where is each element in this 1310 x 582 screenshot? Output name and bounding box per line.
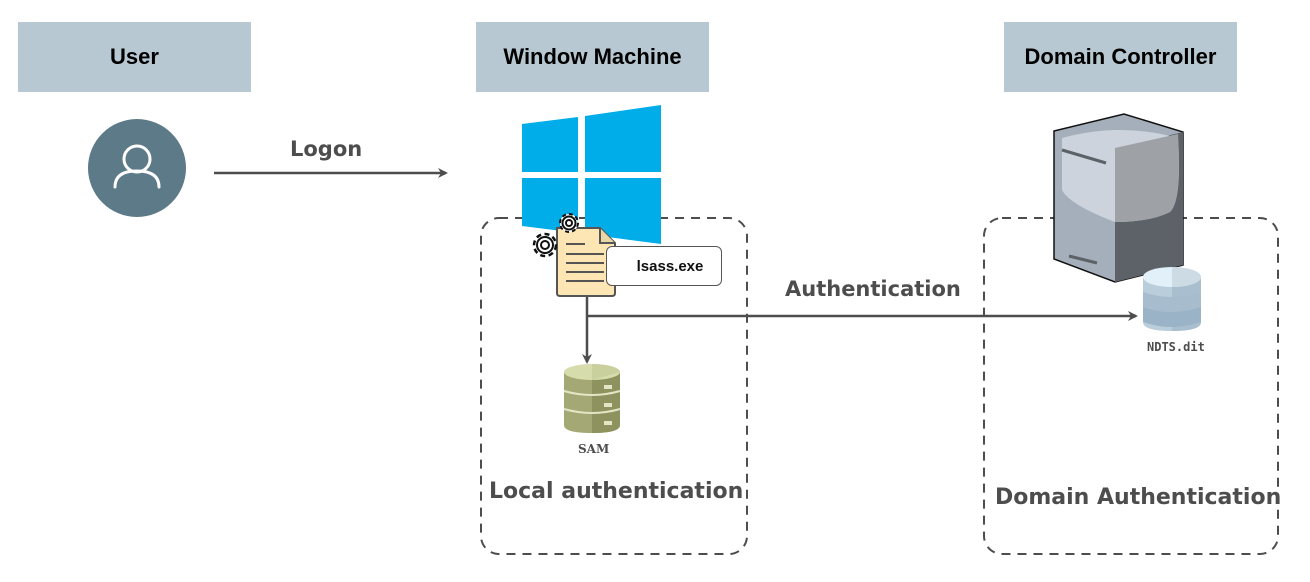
ntds-label: NDTS.dit: [1147, 340, 1205, 354]
gear-icon: [559, 213, 579, 233]
header-machine-label: Window Machine: [503, 44, 682, 69]
windows-logo-icon: [522, 105, 661, 244]
domain-auth-label: Domain Authentication: [995, 485, 1282, 510]
process-file-icon: [556, 227, 616, 297]
lsass-label: lsass.exe: [636, 257, 704, 275]
lsass-node: lsass.exe: [606, 246, 722, 286]
gear-icon: [532, 232, 558, 258]
header-controller-label: Domain Controller: [1024, 44, 1217, 69]
local-auth-label: Local authentication: [489, 479, 744, 504]
authentication-label: Authentication: [785, 277, 961, 301]
sam-label: SAM: [578, 442, 610, 456]
server-icon: [1053, 113, 1184, 283]
logon-label: Logon: [290, 137, 363, 161]
header-window-machine: Window Machine: [476, 22, 709, 92]
header-user: User: [18, 22, 251, 92]
user-icon: [88, 119, 186, 217]
header-user-label: User: [110, 44, 159, 69]
ntds-database-icon: [1143, 267, 1201, 331]
sam-database-icon: [563, 364, 621, 433]
header-domain-controller: Domain Controller: [1004, 22, 1237, 92]
